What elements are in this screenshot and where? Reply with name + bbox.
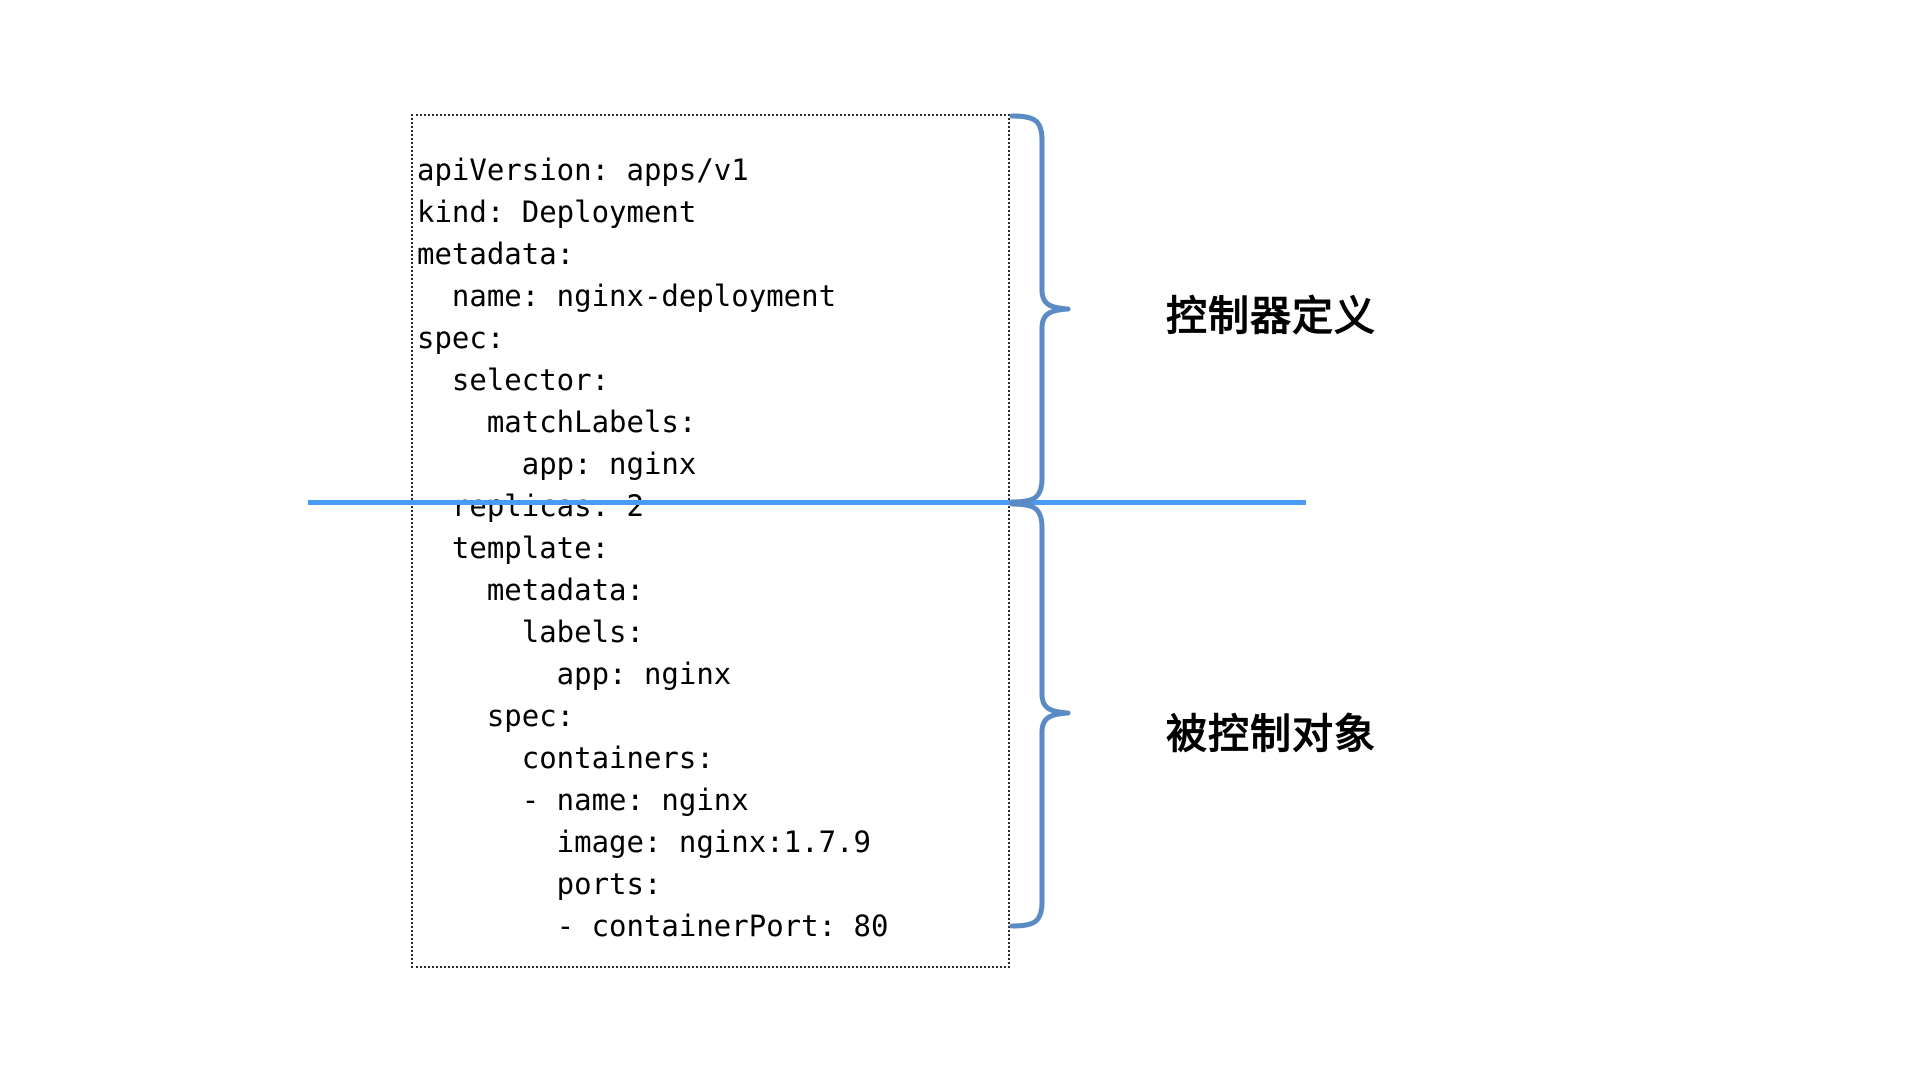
yaml-line: app: nginx	[417, 657, 732, 691]
yaml-line: image: nginx:1.7.9	[417, 825, 871, 859]
yaml-line: selector:	[417, 363, 610, 397]
yaml-line: matchLabels:	[417, 405, 697, 439]
yaml-line: name: nginx-deployment	[417, 279, 837, 313]
yaml-code-listing: apiVersion: apps/v1 kind: Deployment metad…	[417, 149, 1017, 947]
brace-controlled-object	[1009, 501, 1071, 929]
yaml-line: apiVersion: apps/v1	[417, 153, 749, 187]
yaml-code-box	[411, 114, 1010, 968]
yaml-line: - name: nginx	[417, 783, 749, 817]
label-controller-definition: 控制器定义	[1166, 292, 1376, 340]
yaml-line: app: nginx	[417, 447, 697, 481]
section-divider-line	[308, 500, 1306, 505]
label-controlled-object: 被控制对象	[1166, 710, 1376, 758]
yaml-line: spec:	[417, 699, 575, 733]
yaml-line: ports:	[417, 867, 662, 901]
yaml-line: metadata:	[417, 573, 644, 607]
yaml-line: containers:	[417, 741, 714, 775]
yaml-line: labels:	[417, 615, 644, 649]
yaml-line: kind: Deployment	[417, 195, 697, 229]
brace-controller-definition	[1009, 113, 1071, 505]
yaml-line: spec:	[417, 321, 505, 355]
yaml-line: replicas: 2	[417, 489, 644, 523]
yaml-line: metadata:	[417, 237, 575, 271]
yaml-line: template:	[417, 531, 610, 565]
yaml-line: - containerPort: 80	[417, 909, 889, 943]
